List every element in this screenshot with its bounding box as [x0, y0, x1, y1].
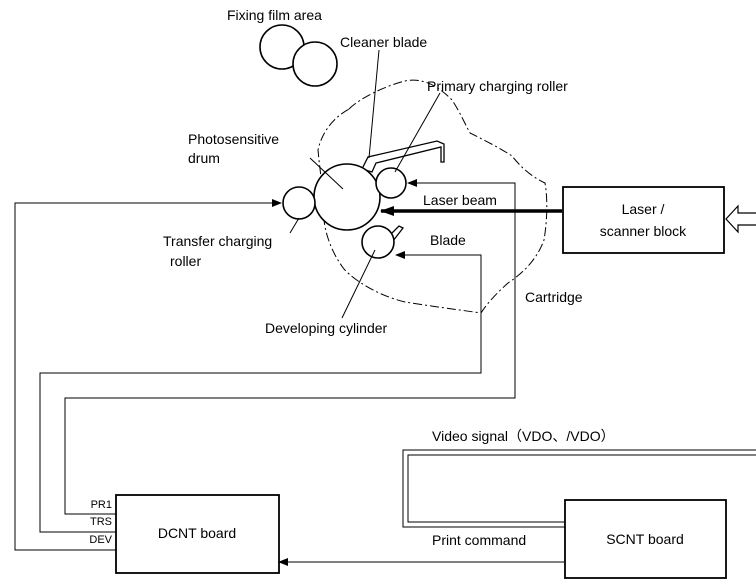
trs-signal-line: [39, 251, 482, 533]
laser-scanner-block: [562, 186, 725, 254]
scnt-board: [564, 499, 727, 579]
signal-dev: DEV: [89, 534, 112, 546]
transfer-roller-label-1: Transfer charging: [163, 233, 272, 249]
transfer-roller-label-2: roller: [170, 253, 201, 269]
laser-scanner-label-2: scanner block: [600, 223, 687, 239]
cleaner-blade-label: Cleaner blade: [340, 34, 427, 50]
cartridge-label: Cartridge: [525, 289, 583, 305]
primary-roller-leader: [394, 92, 441, 173]
video-signal-label: Video signal（VDO、/VDO）: [432, 428, 615, 444]
laser-beam-label: Laser beam: [423, 192, 497, 208]
cleaner-blade: [361, 140, 445, 173]
video-signal-line-outer: [402, 449, 756, 528]
fixing-roller-lower: [292, 41, 338, 87]
photosensitive-label-1: Photosensitive: [188, 131, 279, 147]
dev-signal-line: [14, 199, 282, 551]
transfer-charging-roller: [282, 186, 316, 220]
video-signal-line-inner: [407, 454, 756, 523]
primary-charging-roller-label: Primary charging roller: [427, 78, 568, 94]
cleaner-blade-leader: [368, 49, 380, 159]
developing-cylinder: [361, 225, 395, 259]
photosensitive-drum: [313, 163, 381, 231]
laser-scanner-label-1: Laser /: [622, 201, 665, 217]
transfer-roller-leader: [289, 217, 300, 234]
print-command-label: Print command: [432, 532, 526, 548]
drum-leader: [309, 157, 344, 190]
dcnt-board: [115, 494, 280, 574]
dcnt-board-label: DCNT board: [158, 525, 236, 541]
input-arrow-icon: [725, 204, 756, 234]
blade-label: Blade: [430, 232, 466, 248]
signal-trs: TRS: [90, 516, 112, 528]
signal-pr1: PR1: [91, 499, 112, 511]
scnt-board-label: SCNT board: [606, 531, 684, 547]
developing-cylinder-leader: [341, 249, 376, 319]
fixing-film-area-label: Fixing film area: [227, 7, 322, 23]
photosensitive-label-2: drum: [188, 150, 220, 166]
pr1-signal-line: [64, 179, 516, 515]
primary-charging-roller: [375, 167, 407, 199]
developing-cylinder-label: Developing cylinder: [265, 320, 388, 336]
